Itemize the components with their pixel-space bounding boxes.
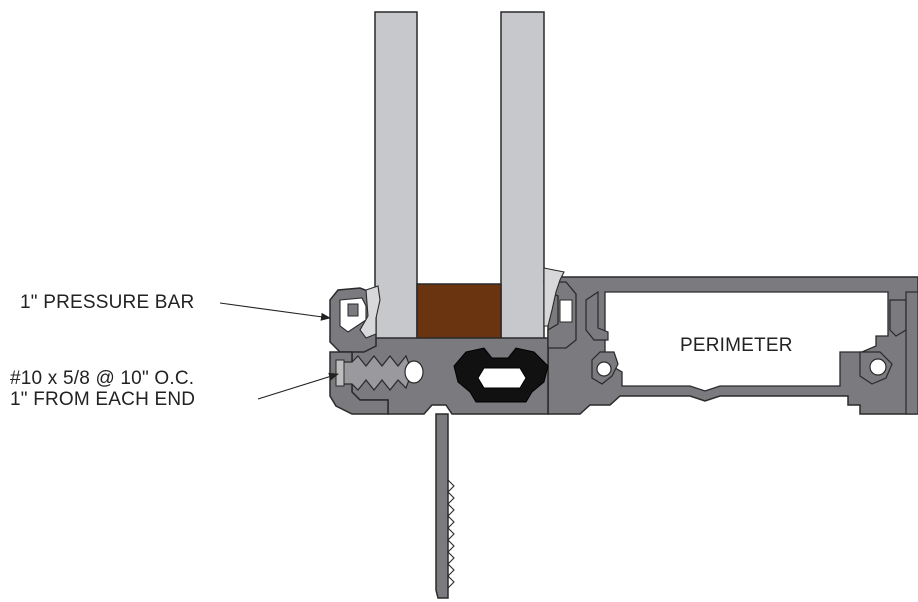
fastener-screw (335, 354, 424, 391)
pressure-bar (329, 285, 381, 353)
perimeter-label: PERIMETER (680, 335, 793, 356)
pressure-bar-leader (219, 302, 331, 321)
fastener-label-line1: #10 x 5/8 @ 10" O.C. (10, 368, 195, 389)
anchor-fin (435, 413, 455, 599)
pressure-bar-label: 1" PRESSURE BAR (20, 292, 195, 313)
setting-block (416, 283, 502, 341)
perimeter-frame (547, 276, 918, 415)
glass-lite-right (500, 11, 545, 341)
fastener-label-line2: 1" FROM EACH END (10, 389, 196, 410)
fastener-leader (257, 372, 339, 400)
glass-lite-left (374, 11, 418, 341)
